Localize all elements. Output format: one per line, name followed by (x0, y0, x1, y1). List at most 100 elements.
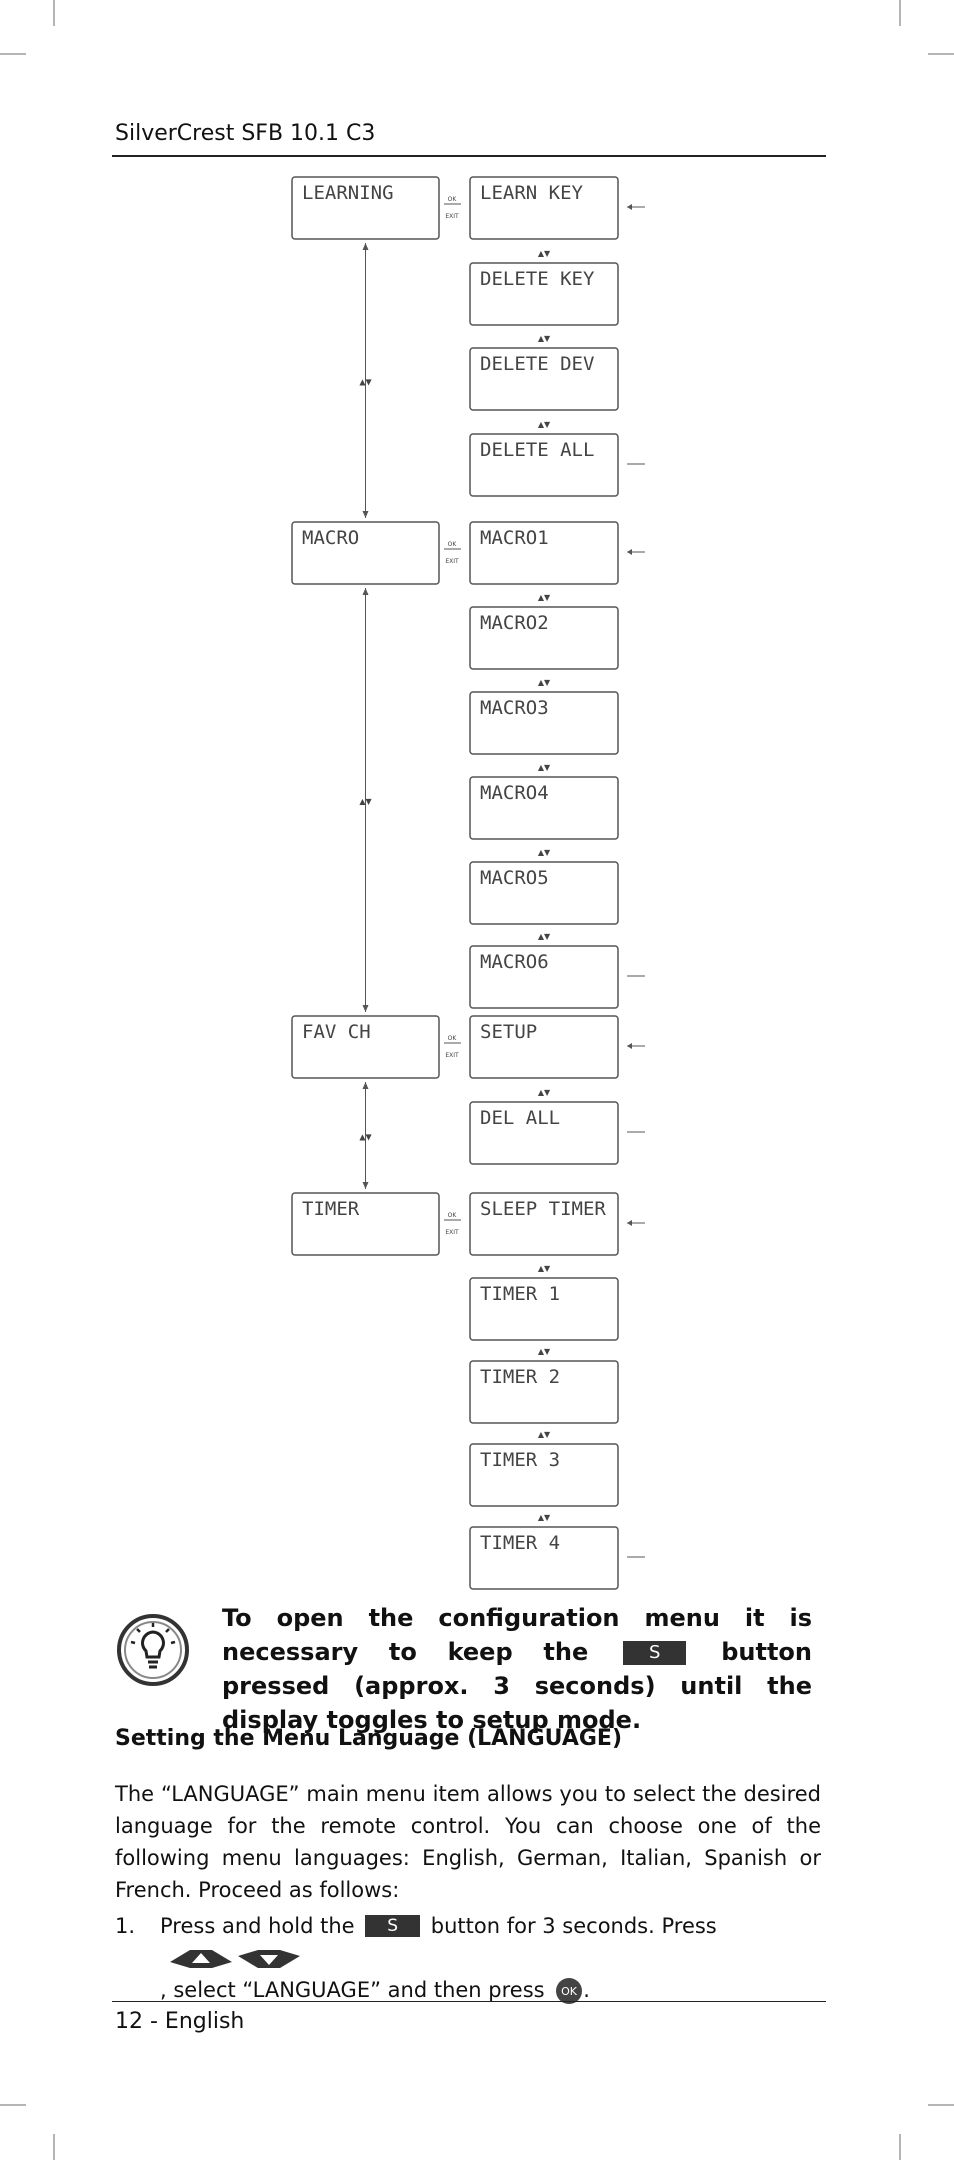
sub-menu-box (469, 262, 619, 326)
lightbulb-icon (117, 1614, 189, 1686)
exit-label: EXIT (445, 213, 459, 220)
s-button: S (623, 1641, 687, 1665)
sub-menu-label: DELETE DEV (480, 353, 594, 375)
ok-button-icon: OK (556, 1978, 583, 2004)
running-header: SilverCrest SFB 10.1 C3 (115, 121, 376, 146)
nav-arrows: ▲▼ (538, 1088, 551, 1097)
main-menu-box (291, 521, 440, 585)
main-menu-label: MACRO (302, 527, 359, 549)
sub-menu-label: MACRO4 (480, 782, 549, 804)
nav-arrows: ▲▼ (538, 249, 551, 258)
sub-menu-label: MACRO6 (480, 951, 549, 973)
sub-menu-label: DELETE KEY (480, 268, 595, 290)
ok-button-label: OK (561, 1985, 578, 1998)
nav-arrows: ▲▼ (538, 763, 551, 772)
step-text: Press and hold the (160, 1914, 355, 1938)
sub-menu-label: DELETE ALL (480, 439, 594, 461)
sub-menu-label: TIMER 3 (480, 1449, 560, 1471)
sub-menu-label: TIMER 4 (480, 1532, 560, 1554)
connector-arrowhead (362, 1182, 369, 1189)
crop-mark (928, 53, 954, 55)
nav-arrows: ▲▼ (538, 848, 551, 857)
sub-menu-box (469, 433, 619, 497)
nav-arrows: ▲▼ (538, 593, 551, 602)
sub-menu-label: MACRO1 (480, 527, 549, 549)
step-text: button for 3 seconds. Press (430, 1914, 717, 1938)
sub-menu-box (469, 1443, 619, 1507)
nav-arrows: ▲▼ (359, 797, 372, 806)
crop-mark (899, 2134, 901, 2160)
sub-menu-box (469, 1101, 619, 1165)
sub-menu-label: SETUP (480, 1021, 537, 1043)
note-text: To open the configuration menu it is nec… (222, 1601, 812, 1737)
nav-arrows: ▲▼ (538, 334, 551, 343)
crop-mark (53, 2134, 55, 2160)
note-text-part: button pressed (approx. 3 seconds) until… (222, 1638, 813, 1734)
sub-menu-box (469, 1015, 619, 1079)
nav-arrows: ▲▼ (359, 1133, 372, 1142)
connector-arrowhead (362, 243, 369, 250)
main-menu-box (291, 1015, 440, 1079)
crop-mark (53, 0, 55, 26)
sub-menu-box (469, 347, 619, 411)
main-menu-label: TIMER (302, 1198, 360, 1220)
step-body: Press and hold the S button for 3 second… (160, 1910, 835, 2006)
up-down-buttons-icon (170, 1950, 300, 1968)
ok-label: OK (448, 1212, 458, 1219)
sub-menu-box (469, 521, 619, 585)
sub-menu-label: DEL ALL (480, 1107, 560, 1129)
main-menu-box (291, 1192, 440, 1256)
sub-menu-box (469, 1526, 619, 1590)
exit-label: EXIT (445, 1052, 459, 1059)
step-text: , select “LANGUAGE” and then press (160, 1978, 545, 2002)
ok-label: OK (448, 1035, 458, 1042)
sub-menu-label: MACRO3 (480, 697, 549, 719)
crop-mark (899, 0, 901, 26)
crop-mark (0, 53, 26, 55)
sub-menu-box (469, 1360, 619, 1424)
header-rule (112, 155, 826, 157)
sub-menu-box (469, 1277, 619, 1341)
footer-rule (112, 2001, 826, 2002)
sub-menu-box (469, 606, 619, 670)
section-paragraph: The “LANGUAGE” main menu item allows you… (115, 1782, 821, 1902)
sub-menu-box (469, 1192, 619, 1256)
main-menu-box (291, 176, 440, 240)
return-arrowhead (627, 1043, 632, 1049)
connector-arrowhead (362, 588, 369, 595)
sub-menu-box (469, 945, 619, 1009)
sub-menu-label: LEARN KEY (480, 182, 584, 204)
section-title: Setting the Menu Language (LANGUAGE) (115, 1726, 622, 1751)
sub-menu-label: MACRO5 (480, 867, 549, 889)
sub-menu-box (469, 861, 619, 925)
connector-arrowhead (362, 1005, 369, 1012)
return-arrowhead (627, 204, 632, 210)
connector-arrowhead (362, 1082, 369, 1089)
page-footer: 12 - English (115, 2009, 245, 2034)
crop-mark (0, 2104, 26, 2106)
step-number: 1. (115, 1914, 136, 1938)
nav-arrows: ▲▼ (538, 1347, 551, 1356)
sub-menu-label: SLEEP TIMER (480, 1198, 606, 1220)
sub-menu-box (469, 691, 619, 755)
exit-label: EXIT (445, 1229, 459, 1236)
crop-mark (928, 2104, 954, 2106)
sub-menu-label: MACRO2 (480, 612, 549, 634)
step-text: . (583, 1978, 590, 2002)
sub-menu-box (469, 176, 619, 240)
note-text-part: To open the configuration menu it is nec… (222, 1604, 812, 1666)
nav-arrows: ▲▼ (538, 1513, 551, 1522)
menu-structure-diagram: LEARNING OK EXIT LEARN KEY DELETE KEY ▲▼ DELET… (291, 176, 645, 1590)
sub-menu-label: TIMER 1 (480, 1283, 560, 1305)
ok-label: OK (448, 541, 458, 548)
nav-arrows: ▲▼ (538, 678, 551, 687)
nav-arrows: ▲▼ (538, 1430, 551, 1439)
main-menu-label: LEARNING (302, 182, 394, 204)
connector-arrowhead (362, 511, 369, 518)
exit-label: EXIT (445, 558, 459, 565)
return-arrowhead (627, 549, 632, 555)
step-item: 1. Press and hold the S button for 3 sec… (115, 1910, 835, 2006)
main-menu-label: FAV CH (302, 1021, 371, 1043)
nav-arrows: ▲▼ (359, 378, 372, 387)
sub-menu-box (469, 776, 619, 840)
